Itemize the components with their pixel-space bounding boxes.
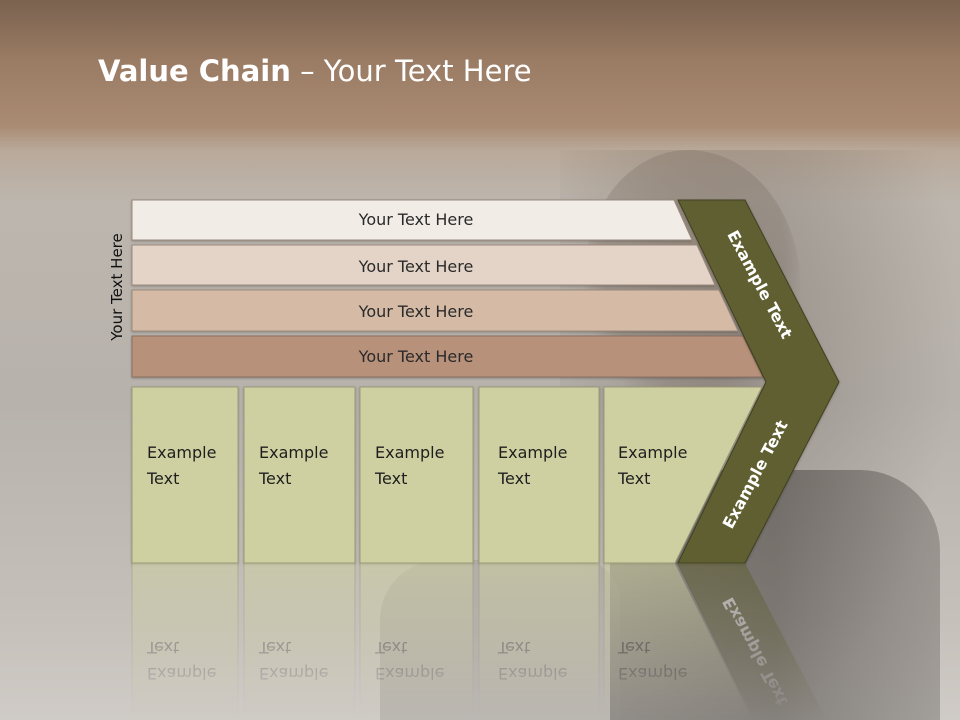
primary-box-label-line2: Text (617, 469, 650, 488)
reflection-box-label-line1: Example (618, 664, 687, 683)
reflection-box-label-line2: Text (374, 638, 407, 657)
primary-box-label-line1: Example (498, 443, 567, 462)
primary-box: Example Text (131, 386, 239, 564)
margin-chevron: Example Text Example Text (677, 199, 840, 564)
support-bar-label: Your Text Here (358, 347, 474, 366)
support-bar-label: Your Text Here (358, 302, 474, 321)
slide-title-rest: – Your Text Here (290, 54, 532, 88)
reflection-box-label-line2: Text (258, 638, 291, 657)
primary-box-label-line1: Example (618, 443, 687, 462)
support-activity-bars: Your Text Here Your Text Here Your Text … (131, 199, 764, 378)
primary-box-shape (243, 386, 356, 564)
primary-box: Example Text (478, 386, 600, 564)
reflection-box-label-line1: Example (375, 664, 444, 683)
reflection-box (131, 562, 239, 720)
support-bar-shape (131, 335, 764, 378)
primary-box-label-line1: Example (259, 443, 328, 462)
support-bar-shape (131, 199, 693, 241)
primary-box-label-line2: Text (497, 469, 530, 488)
primary-box-label-line2: Text (258, 469, 291, 488)
primary-box-label-line1: Example (375, 443, 444, 462)
primary-box-shape (131, 386, 239, 564)
reflection-box-label-line2: Text (497, 638, 530, 657)
slide-title: Value Chain – Your Text Here (98, 54, 532, 88)
primary-box: Example Text (603, 386, 763, 564)
reflection-chevron-lower (678, 563, 827, 720)
primary-activity-boxes: Example Text Example Text Example Text E… (131, 386, 763, 564)
primary-box-shape (478, 386, 600, 564)
support-bar-shape (131, 244, 716, 286)
primary-box: Example Text (359, 386, 474, 564)
reflection-box (243, 562, 356, 720)
support-bar-label: Your Text Here (358, 257, 474, 276)
reflection-box (478, 562, 600, 720)
reflection-box (603, 562, 754, 720)
support-bar: Your Text Here (131, 199, 693, 241)
reflection-box-label-line2: Text (617, 638, 650, 657)
support-bar-shape (131, 289, 739, 332)
reflection-box-label-line1: Example (259, 664, 328, 683)
reflection-box (359, 562, 474, 720)
primary-box-label-line2: Text (374, 469, 407, 488)
support-bar: Your Text Here (131, 335, 764, 378)
support-bar: Your Text Here (131, 244, 716, 286)
diagram-reflection: Example Text Example Text Example Text E… (131, 562, 827, 720)
support-bar-label: Your Text Here (358, 210, 474, 229)
primary-box: Example Text (243, 386, 356, 564)
primary-box-label-line2: Text (146, 469, 179, 488)
primary-box-label-line1: Example (147, 443, 216, 462)
primary-box-shape (359, 386, 474, 564)
reflection-box-label-line1: Example (498, 664, 567, 683)
slide-title-bold: Value Chain (98, 54, 291, 88)
support-bar: Your Text Here (131, 289, 739, 332)
reflection-box-label-line1: Example (147, 664, 216, 683)
reflection-box-label-line2: Text (146, 638, 179, 657)
